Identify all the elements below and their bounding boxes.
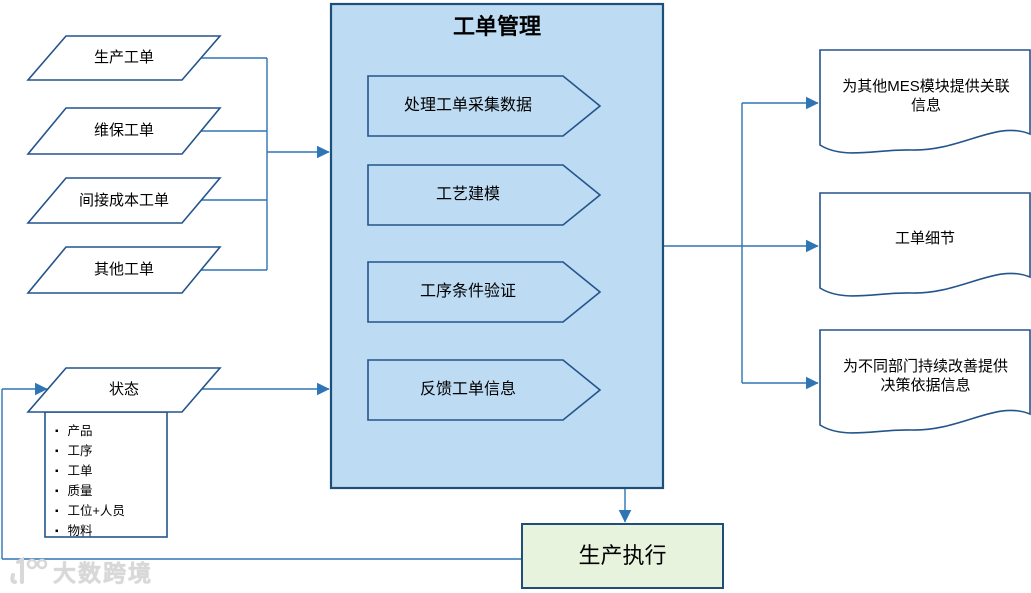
status-item: 工序 <box>55 442 177 462</box>
output-document-3 <box>819 329 1031 434</box>
input-parallelogram-4 <box>26 246 222 294</box>
status-item-list: 产品 工序 工单 质量 工位+人员 物料 <box>45 414 177 545</box>
output-document-2 <box>819 192 1031 297</box>
status-item: 质量 <box>55 482 177 502</box>
status-item: 工单 <box>55 462 177 482</box>
status-parallelogram <box>26 367 222 413</box>
input-parallelogram-1 <box>26 35 222 81</box>
status-item: 物料 <box>55 522 177 542</box>
input-parallelogram-2 <box>26 107 222 155</box>
process-pentagon-4 <box>367 359 602 421</box>
process-pentagon-3 <box>367 261 602 323</box>
status-item: 产品 <box>55 422 177 442</box>
process-pentagon-1 <box>367 75 602 137</box>
input-parallelogram-3 <box>26 177 222 224</box>
process-pentagon-2 <box>367 164 602 226</box>
status-item: 工位+人员 <box>55 502 177 522</box>
output-document-1 <box>819 49 1031 154</box>
production-execution-box <box>521 523 724 589</box>
